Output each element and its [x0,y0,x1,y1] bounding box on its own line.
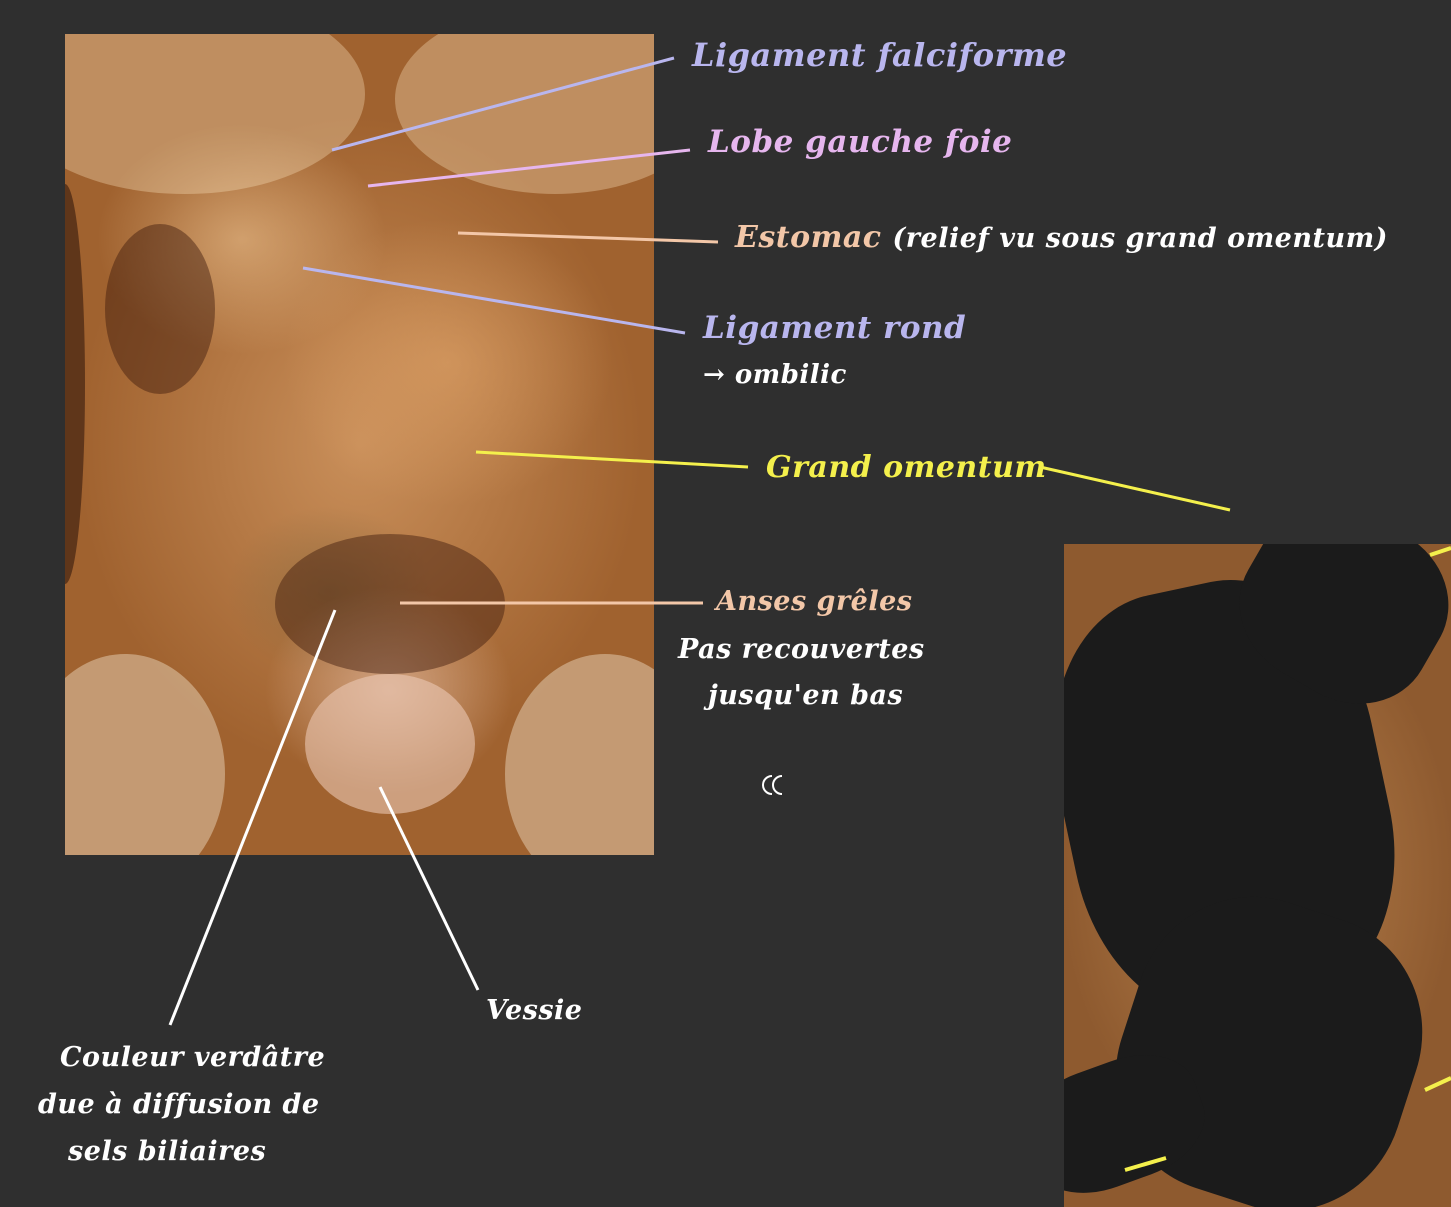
label-ligament-rond-note: → ombilic [703,360,847,390]
yellow-stroke-crop-2 [1424,1076,1451,1092]
label-couleur-3: sels biliaires [68,1136,267,1167]
label-grand-omentum: Grand omentum [766,450,1047,485]
line-vessie [378,786,480,991]
line-grand-omentum-right [1039,465,1231,512]
line-estomac [457,231,719,244]
label-anses-note-1: Pas recouvertes [678,634,925,665]
label-vessie: Vessie [486,995,583,1026]
label-anses-greles: Anses grêles [716,586,913,617]
label-estomac-name: Estomac [735,220,882,255]
label-couleur-1: Couleur verdâtre [60,1042,326,1073]
line-lobe-gauche-foie [367,148,691,188]
label-estomac: Estomac (relief vu sous grand omentum) [735,220,1388,255]
line-grand-omentum [475,450,749,469]
label-ligament-rond: Ligament rond [703,310,967,346]
label-estomac-note: (relief vu sous grand omentum) [892,223,1388,254]
line-ligament-falciforme [331,56,675,152]
yellow-stroke-crop-1 [1124,1156,1167,1172]
stray-mark [762,775,783,795]
label-anses-note-2: jusqu'en bas [708,680,904,711]
label-couleur-2: due à diffusion de [38,1089,320,1120]
label-lobe-gauche-foie: Lobe gauche foie [708,124,1013,160]
line-couleur [168,609,337,1026]
label-ligament-falciforme: Ligament falciforme [692,36,1068,74]
anatomy-photo [65,34,654,855]
cropped-photo [1064,544,1451,1207]
yellow-stroke-crop-3 [1429,546,1451,557]
line-ligament-rond [302,266,686,335]
